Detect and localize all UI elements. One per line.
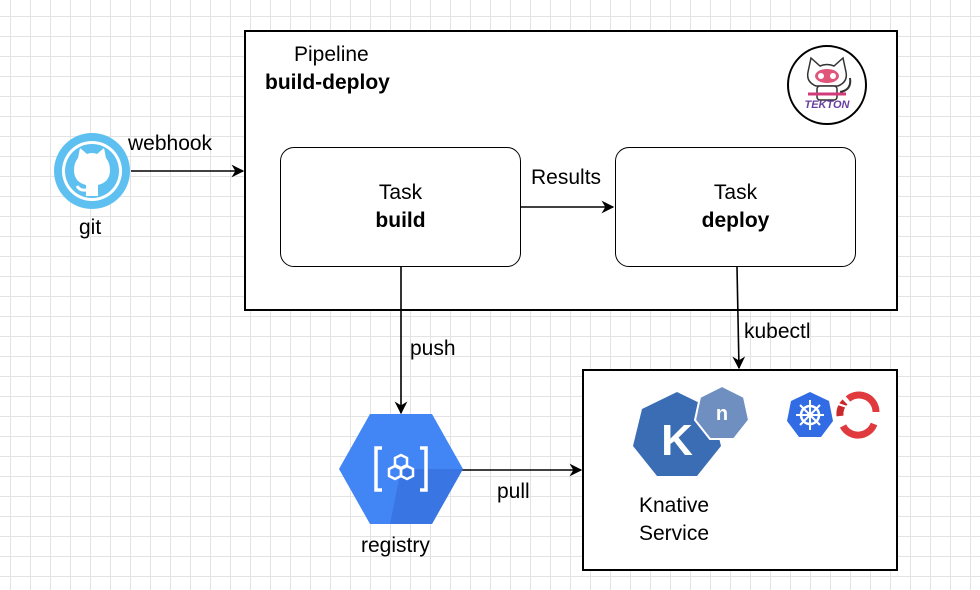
kubectl-arrow [732,266,746,370]
results-label: Results [531,166,602,189]
knative-n-badge: n [716,403,728,425]
push-label: push [410,337,456,360]
git-label: git [79,216,102,239]
knative-service-label-line1: Knative [639,494,710,517]
webhook-label: webhook [128,132,213,155]
task-build-label: Task [378,181,423,204]
kubernetes-icon [787,392,833,437]
registry-label: registry [361,534,430,557]
task-deploy-box: Task deploy [615,147,856,267]
registry-icon [339,414,463,524]
knative-icon [633,384,751,476]
task-deploy-name: deploy [701,209,770,232]
openshift-icon [836,391,883,439]
task-deploy-label: Task [713,181,758,204]
knative-k-letter: K [661,416,693,465]
pipeline-name: build-deploy [265,71,390,94]
task-build-name: build [375,209,426,232]
github-icon [54,133,130,209]
knative-service-label-line2: Service [639,522,710,545]
tekton-icon [787,45,867,125]
tekton-wordmark: TEKTON [804,99,850,111]
task-build-box: Task build [280,147,521,267]
pull-label: pull [497,480,530,503]
kubectl-label: kubectl [744,320,811,343]
pipeline-label: Pipeline [294,43,369,66]
